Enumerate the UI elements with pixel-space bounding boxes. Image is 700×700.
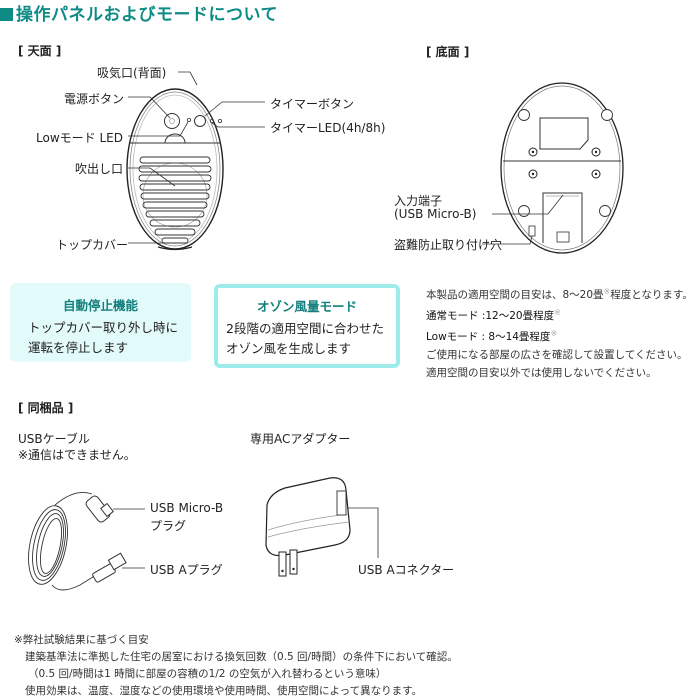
coverage-line-suffix: 程度となります。	[610, 289, 693, 301]
feature-line: オゾン風を生成します	[226, 341, 352, 356]
footnote-line: （0.5 回/時間は1 時間に部屋の容積の1/2 の空気が入れ替わるという意味）	[28, 668, 387, 680]
asterisk-mark: ※	[554, 308, 561, 317]
footnote-title: ※弊社試験結果に基づく目安	[14, 634, 149, 646]
label-low-mode-led: Lowモード LED	[36, 131, 123, 145]
page-title: 操作パネルおよびモードについて	[0, 0, 278, 25]
coverage-line: 本製品の適用空間の目安は、8〜20畳	[426, 289, 604, 301]
label-anti-theft-hole: 盗難防止取り付け穴	[394, 238, 503, 252]
title-square-icon	[0, 8, 13, 21]
usb-cable-name: USBケーブル	[18, 432, 90, 446]
label-top-cover: トップカバー	[56, 238, 129, 252]
coverage-note: 本製品の適用空間の目安は、8〜20畳※程度となります。 通常モード :12〜20…	[426, 283, 693, 382]
label-micro-b-plug-suffix: プラグ	[150, 519, 187, 533]
label-timer-led: タイマーLED(4h/8h)	[270, 121, 386, 135]
included-heading: [ 同梱品 ]	[18, 401, 74, 415]
label-input-terminal: 入力端子	[394, 194, 443, 208]
label-outlet: 吹出し口	[75, 162, 124, 176]
coverage-warning: 適用空間の目安以外では使用しないでください。	[426, 367, 657, 379]
feature-box-auto-stop: 自動停止機能 トップカバー取り外し時に 運転を停止します	[10, 283, 191, 362]
normal-mode-range: 通常モード :12〜20畳程度	[426, 310, 555, 322]
label-usb-a-plug: USB Aプラグ	[150, 563, 223, 577]
page-title-text: 操作パネルおよびモードについて	[16, 5, 278, 25]
top-view-heading: [ 天面 ]	[18, 44, 62, 58]
low-mode-range: Lowモード : 8〜14畳程度	[426, 331, 551, 343]
feature-line: トップカバー取り外し時に	[28, 320, 179, 335]
label-power-button: 電源ボタン	[64, 92, 125, 106]
asterisk-mark: ※	[550, 329, 558, 338]
feature-box-ozone-mode: オゾン風量モード 2段階の適用空間に合わせた オゾン風を生成します	[214, 284, 400, 368]
ac-adapter-name: 専用ACアダプター	[250, 432, 351, 446]
feature-heading: 自動停止機能	[62, 298, 138, 313]
coverage-instruction: ご使用になる部屋の広さを確認して設置してください。	[426, 349, 688, 361]
feature-line: 2段階の適用空間に合わせた	[226, 321, 384, 336]
asterisk-mark: ※	[603, 287, 611, 296]
footnote: ※弊社試験結果に基づく目安 建築基準法に準拠した住宅の居室における換気回数（0.…	[14, 632, 458, 700]
bottom-view-heading: [ 底面 ]	[426, 45, 470, 59]
feature-line: 運転を停止します	[28, 340, 129, 355]
label-micro-b-plug: USB Micro-B	[150, 501, 224, 515]
feature-heading: オゾン風量モード	[256, 299, 357, 314]
usb-cable-note: ※通信はできません。	[18, 448, 136, 462]
footnote-line: 建築基準法に準拠した住宅の居室における換気回数（0.5 回/時間）の条件下におい…	[25, 651, 458, 663]
label-intake: 吸気口(背面)	[97, 66, 167, 80]
label-usb-a-connector: USB Aコネクター	[358, 563, 455, 577]
label-timer-button: タイマーボタン	[270, 97, 355, 111]
footnote-line: 使用効果は、温度、湿度などの使用環境や使用時間、使用空間によって異なります。	[25, 685, 423, 697]
label-input-terminal-type: (USB Micro-B)	[394, 207, 477, 221]
